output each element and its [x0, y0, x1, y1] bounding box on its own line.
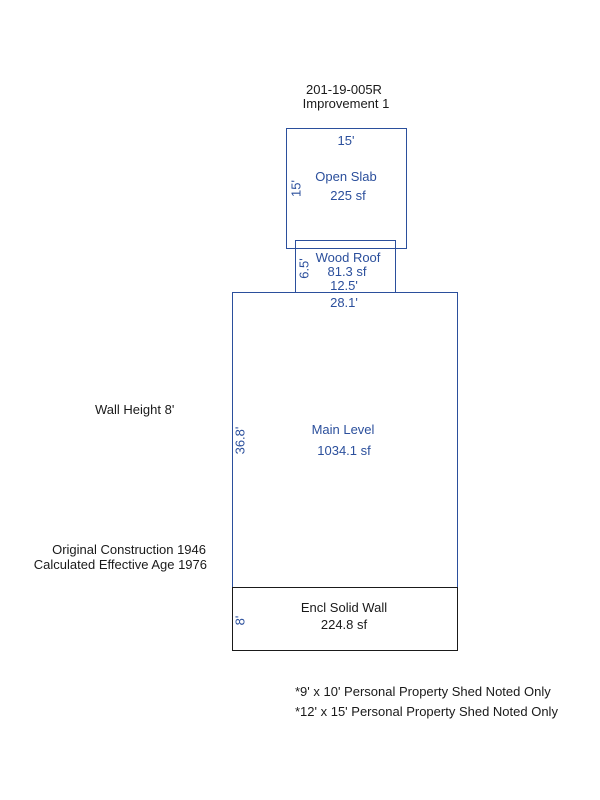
shed-note-1: *9' x 10' Personal Property Shed Noted O… — [295, 684, 551, 699]
wood-roof-area: 81.3 sf — [327, 264, 367, 279]
encl-wall-name: Encl Solid Wall — [300, 600, 388, 615]
wood-roof-width-label: 12.5' — [330, 278, 358, 293]
open-slab-name: Open Slab — [315, 169, 377, 184]
wall-height-note: Wall Height 8' — [95, 402, 175, 417]
main-level-name: Main Level — [311, 422, 375, 437]
main-level-depth-label: 36.8' — [232, 426, 248, 455]
original-construction-note: Original Construction 1946 — [52, 542, 206, 557]
main-level-outline — [232, 292, 458, 588]
open-slab-depth-label: 15' — [288, 180, 304, 197]
open-slab-area: 225 sf — [330, 188, 366, 203]
main-level-area: 1034.1 sf — [317, 443, 371, 458]
open-slab-outline — [286, 128, 407, 249]
wood-roof-depth-label: 6.5' — [296, 258, 312, 279]
encl-wall-depth-label: 8' — [232, 615, 248, 626]
parcel-id: 201-19-005R — [306, 82, 382, 97]
shed-note-2: *12' x 15' Personal Property Shed Noted … — [295, 704, 558, 719]
encl-wall-outline — [232, 587, 458, 651]
open-slab-width-label: 15' — [337, 133, 355, 148]
wood-roof-name: Wood Roof — [315, 250, 381, 265]
improvement-title: Improvement 1 — [302, 96, 390, 111]
effective-age-note: Calculated Effective Age 1976 — [33, 557, 207, 572]
main-level-width-label: 28.1' — [330, 295, 358, 310]
encl-wall-area: 224.8 sf — [320, 617, 368, 632]
